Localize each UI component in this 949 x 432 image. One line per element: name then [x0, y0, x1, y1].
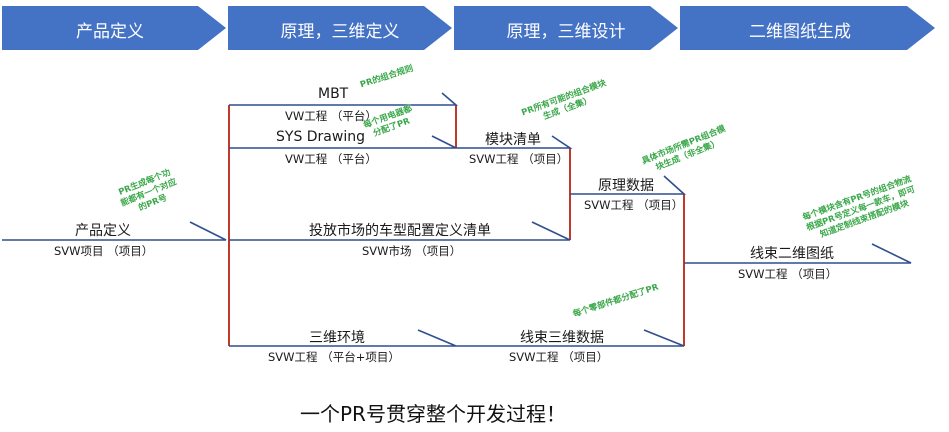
line-market	[229, 221, 571, 241]
node-principle-name: 原理数据	[598, 178, 654, 194]
node-product-sub: SVW项目 （项目）	[54, 244, 154, 258]
phase-label-4: 二维图纸生成	[749, 22, 851, 42]
node-env3d-name: 三维环境	[309, 330, 365, 346]
node-harness2d-name: 线束二维图纸	[750, 246, 834, 262]
node-mbt-name: MBT	[318, 86, 349, 102]
phase-label-1: 产品定义	[76, 22, 144, 42]
node-market-name: 投放市场的车型配置定义清单	[309, 223, 491, 239]
line-mbt	[229, 92, 459, 106]
node-market-sub: SVW市场 （项目）	[362, 244, 462, 258]
node-sys-name: SYS Drawing	[276, 129, 365, 145]
node-module-sub: SVW工程 （项目）	[469, 152, 569, 166]
node-harness3d-sub: SVW工程 （项目）	[509, 350, 609, 364]
phase-arrow-1	[2, 6, 226, 50]
line-harness3d	[456, 329, 685, 347]
page-caption: 一个PR号贯穿整个开发过程！	[300, 402, 566, 426]
line-product	[2, 221, 227, 241]
node-harness3d-name: 线束三维数据	[520, 330, 604, 346]
phase-label-3: 原理，三维设计	[506, 22, 626, 42]
node-principle-sub: SVW工程 （项目）	[584, 198, 684, 212]
node-module-name: 模块清单	[485, 132, 541, 148]
line-module	[456, 135, 573, 149]
node-mbt-sub: VW工程 （平台）	[285, 109, 377, 123]
node-env3d-sub: SVW工程 （平台+项目）	[268, 350, 400, 364]
phase-arrow-3	[454, 6, 678, 50]
node-sys-sub: VW工程 （平台）	[285, 152, 377, 166]
phase-arrow-4	[680, 6, 935, 50]
phase-label-2: 原理，三维定义	[280, 22, 400, 42]
line-harness2d	[684, 243, 912, 264]
node-product-name: 产品定义	[75, 223, 131, 239]
node-harness2d-sub: SVW工程 （项目）	[738, 267, 838, 281]
line-principle	[570, 175, 687, 195]
phase-arrow-2	[228, 6, 452, 50]
